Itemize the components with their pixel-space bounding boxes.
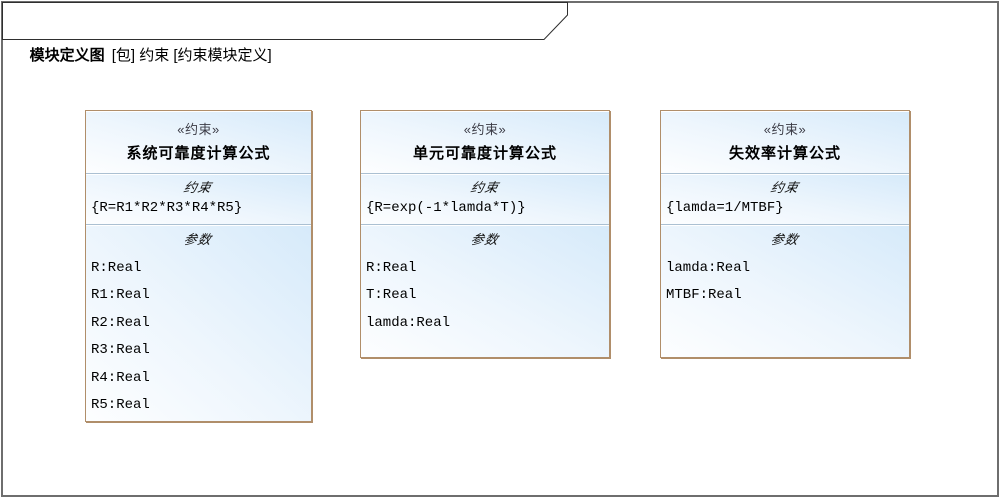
- block-header: «约束» 失效率计算公式: [661, 111, 909, 173]
- constraint-compartment-label: 约束: [469, 180, 501, 195]
- parameters-compartment-label: 参数: [769, 232, 801, 247]
- parameter-item: R2:Real: [91, 314, 150, 331]
- parameters-compartment: 参数 R:Real R1:Real R2:Real R3:Real R4:Rea…: [86, 224, 311, 421]
- parameter-item: R:Real: [91, 259, 142, 276]
- constraint-compartment-label: 约束: [182, 180, 214, 195]
- parameter-item: T:Real: [366, 287, 417, 304]
- block-name: 单元可靠度计算公式: [412, 145, 557, 162]
- constraint-compartment: 约束 {R=exp(-1*lamda*T)}: [361, 173, 609, 224]
- diagram-title-tab: 模块定义图 [包] 约束 [约束模块定义]: [2, 2, 569, 64]
- parameter-item: R:Real: [366, 259, 417, 276]
- constraint-expression: {R=R1*R2*R3*R4*R5}: [91, 200, 243, 216]
- parameter-item: R3:Real: [91, 342, 150, 359]
- block-header: «约束» 单元可靠度计算公式: [361, 111, 609, 173]
- diagram-type-label: 模块定义图: [29, 47, 105, 64]
- parameter-item: lamda:Real: [366, 314, 451, 331]
- parameter-item: MTBF:Real: [666, 287, 742, 304]
- block-name: 失效率计算公式: [728, 145, 841, 162]
- parameter-item: R5:Real: [91, 397, 150, 414]
- block-header: «约束» 系统可靠度计算公式: [86, 111, 311, 173]
- stereotype-label: «约束»: [763, 122, 807, 137]
- parameters-compartment: 参数 R:Real T:Real lamda:Real: [361, 224, 609, 357]
- parameters-compartment-label: 参数: [469, 232, 501, 247]
- constraint-block-unit-reliability[interactable]: «约束» 单元可靠度计算公式 约束 {R=exp(-1*lamda*T)} 参数…: [360, 110, 610, 358]
- parameter-item: R1:Real: [91, 287, 150, 304]
- parameters-compartment: 参数 lamda:Real MTBF:Real: [661, 224, 909, 357]
- parameter-item: R4:Real: [91, 369, 150, 386]
- constraint-compartment: 约束 {lamda=1/MTBF}: [661, 173, 909, 224]
- constraint-expression: {lamda=1/MTBF}: [666, 200, 784, 216]
- tab-shape-icon: [2, 2, 568, 40]
- constraint-compartment-label: 约束: [769, 180, 801, 195]
- diagram-context-label: [包] 约束 [约束模块定义]: [111, 47, 272, 64]
- parameters-compartment-label: 参数: [182, 232, 214, 247]
- diagram-title: 模块定义图 [包] 约束 [约束模块定义]: [13, 2, 272, 64]
- block-name: 系统可靠度计算公式: [126, 145, 271, 162]
- constraint-expression: {R=exp(-1*lamda*T)}: [366, 200, 526, 216]
- stereotype-label: «约束»: [463, 122, 507, 137]
- stereotype-label: «约束»: [177, 122, 220, 137]
- constraint-block-system-reliability[interactable]: «约束» 系统可靠度计算公式 约束 {R=R1*R2*R3*R4*R5} 参数 …: [85, 110, 312, 422]
- constraint-compartment: 约束 {R=R1*R2*R3*R4*R5}: [86, 173, 311, 224]
- parameter-item: lamda:Real: [666, 259, 751, 276]
- constraint-block-failure-rate[interactable]: «约束» 失效率计算公式 约束 {lamda=1/MTBF} 参数 lamda:…: [660, 110, 910, 358]
